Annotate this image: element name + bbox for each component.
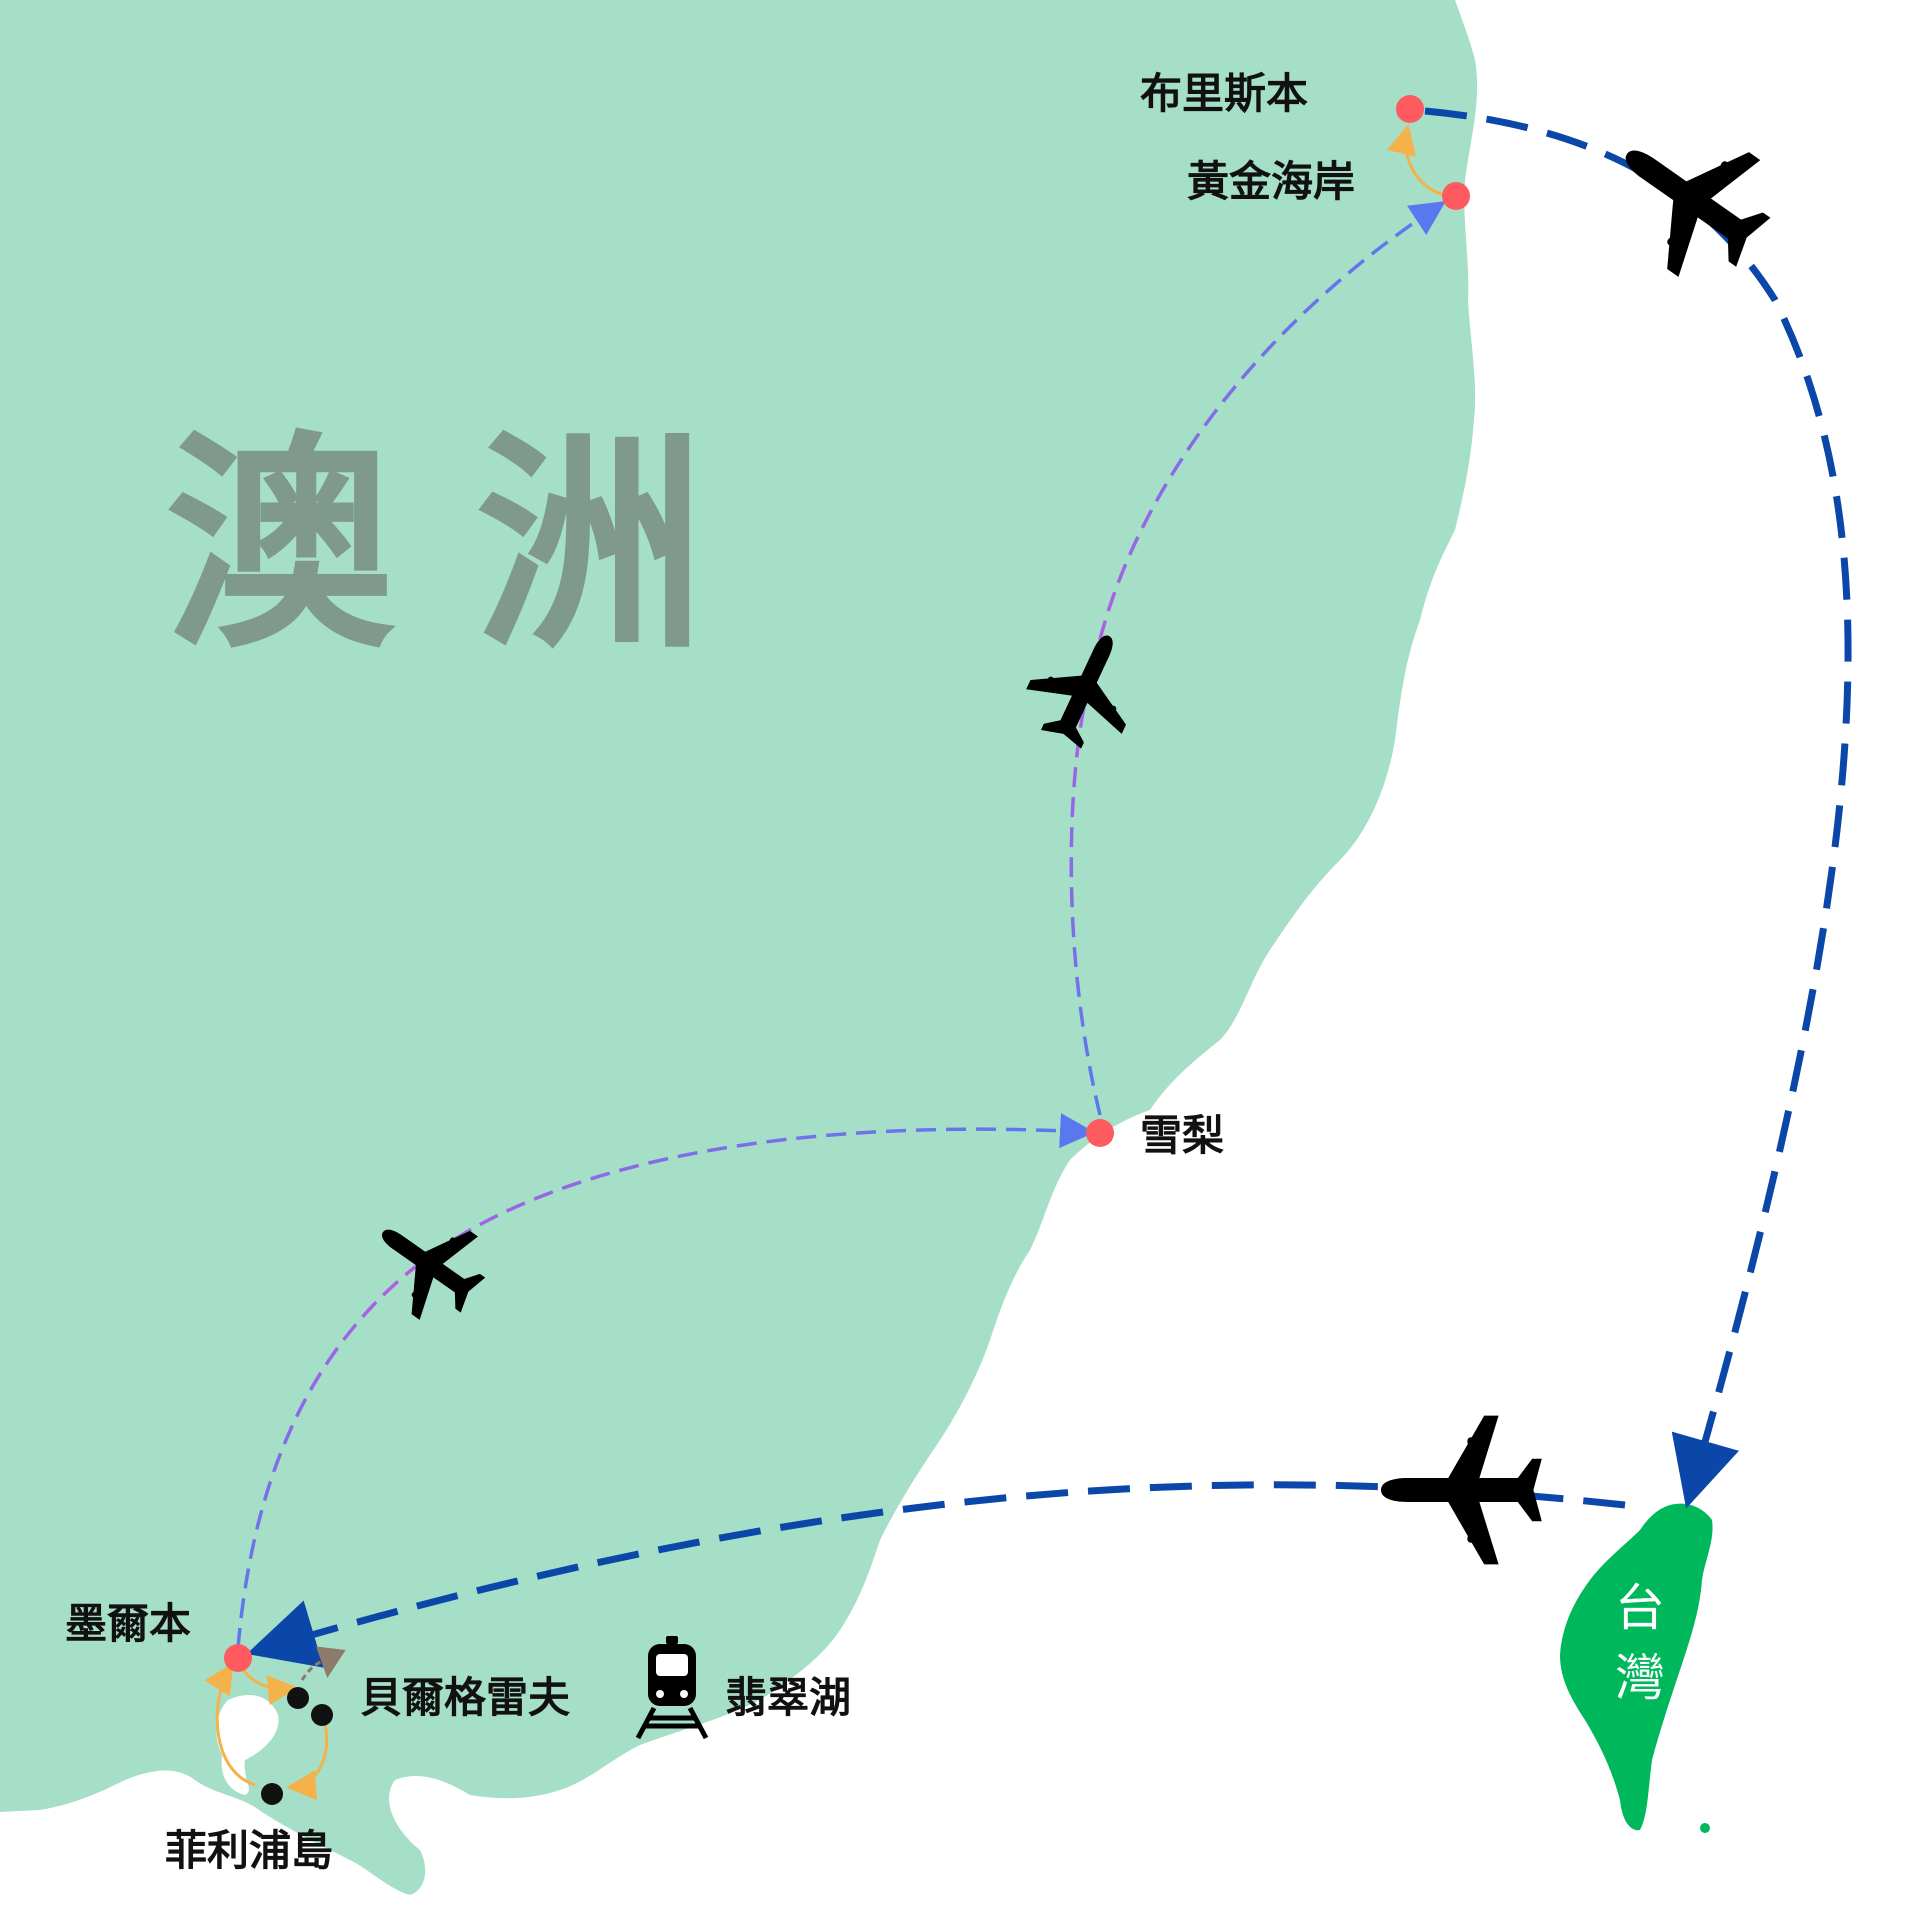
city-dot-melbourne: [224, 1644, 252, 1672]
city-dot-brisbane: [1396, 95, 1424, 123]
label-gold-coast: 黃金海岸: [1187, 157, 1355, 206]
airplane-icon: [1381, 1415, 1542, 1565]
label-belgrave: 貝爾格雷夫: [360, 1673, 571, 1722]
label-emerald-lake: 翡翠湖: [725, 1673, 851, 1722]
train-icon: [635, 1636, 709, 1740]
stop-dot-emerald: [311, 1704, 333, 1726]
label-sydney: 雪梨: [1140, 1111, 1224, 1160]
label-melbourne: 墨爾本: [65, 1599, 191, 1648]
taiwan-island: [1560, 1503, 1713, 1831]
route-melbourne-to-sydney: [236, 1113, 1095, 1649]
stop-dot-belgrave: [287, 1687, 309, 1709]
australia-landmass: [0, 0, 1478, 1895]
region-label-australia: 澳 洲: [165, 413, 705, 680]
route-phillip-to-melbourne: [204, 1662, 256, 1787]
taiwan-islet: [1700, 1823, 1710, 1833]
label-brisbane: 布里斯本: [1140, 69, 1308, 118]
label-phillip-island: 菲利浦島: [165, 1826, 333, 1875]
city-dot-sydney: [1086, 1119, 1114, 1147]
taiwan-label-line2: 灣: [1615, 1649, 1665, 1707]
stop-dot-phillip: [261, 1783, 283, 1805]
city-dot-gold-coast: [1442, 182, 1470, 210]
taiwan-label-line1: 台: [1615, 1579, 1665, 1637]
route-belgrave-to-emerald: [300, 1646, 346, 1681]
airplane-icon: [1586, 95, 1795, 301]
route-brisbane-to-taiwan: [1424, 107, 1852, 1509]
route-goldcoast-to-brisbane: [1386, 124, 1446, 197]
